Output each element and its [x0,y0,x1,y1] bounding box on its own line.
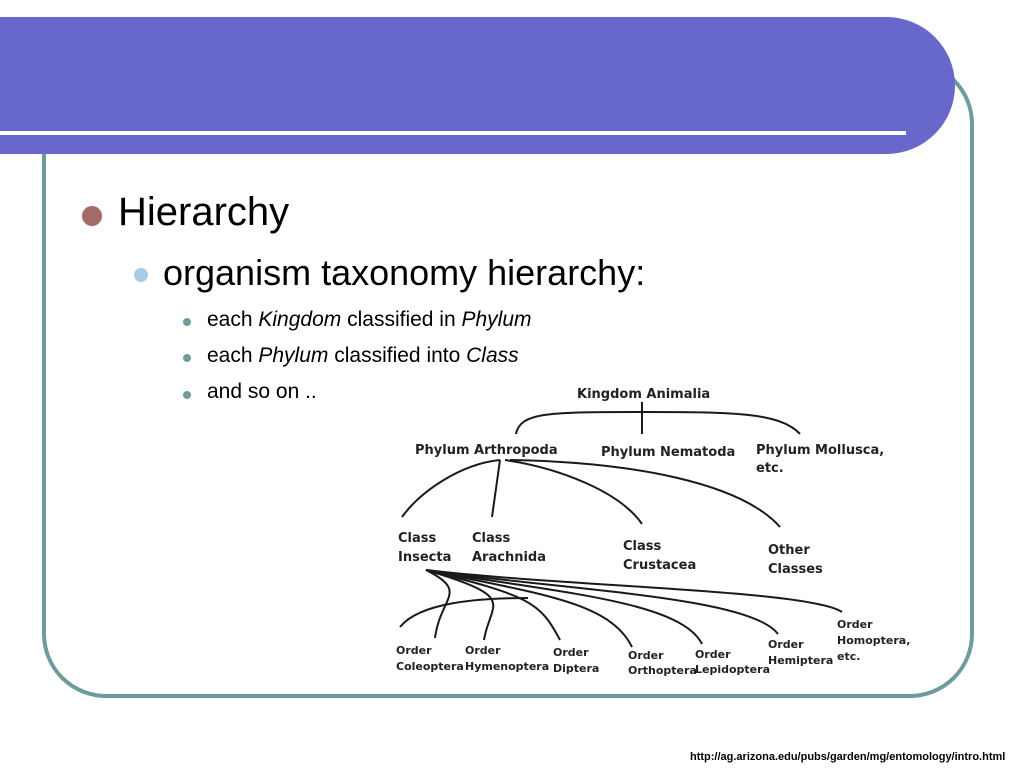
node-other-classes: Classes [768,562,823,577]
node-kingdom-animalia: Kingdom Animalia [577,387,710,402]
bullet-level2-icon [134,268,148,282]
bullet-level3-icon [183,354,191,362]
bullet-and-so-on: and so on .. [207,380,317,403]
edge [491,459,501,518]
bullet-kingdom-phylum: each Kingdom classified in Phylum [207,308,532,331]
edge [401,459,501,518]
edge [425,569,451,639]
node-other-classes-label: Other [768,543,810,558]
node-order-homoptera-label: Order [837,618,873,631]
bullet-level1-icon [82,206,102,226]
node-order-orthoptera: Orthoptera [628,664,697,677]
node-order-coleoptera: Coleoptera [396,660,464,673]
edge [425,569,495,641]
edge [399,597,529,628]
node-order-homoptera: Homoptera, [837,634,910,647]
node-class-insecta-label: Class [398,531,437,546]
node-order-coleoptera-label: Order [396,644,432,657]
node-phylum-arthropoda: Phylum Arthropoda [415,443,558,458]
bullet-taxonomy: organism taxonomy hierarchy: [163,252,646,293]
edge [509,459,781,528]
edge [515,411,801,435]
node-order-hemiptera: Hemiptera [768,654,833,667]
node-order-hymenoptera-label: Order [465,644,501,657]
node-phylum-nematoda: Phylum Nematoda [601,445,735,460]
node-order-lepidoptera: Lepidoptera [695,663,770,676]
title-divider [0,131,906,135]
node-class-arachnida: Arachnida [472,550,546,565]
node-class-crustacea-label: Class [623,539,662,554]
edge [425,569,703,645]
node-phylum-mollusca: Phylum Mollusca, [756,443,884,458]
edge [425,569,843,613]
node-order-homoptera-etc: etc. [837,650,860,663]
edge [425,569,561,641]
edge [425,569,633,648]
node-order-hemiptera-label: Order [768,638,804,651]
taxonomy-tree-diagram: Kingdom Animalia Phylum Arthropoda Phylu… [396,387,910,677]
bullet-hierarchy: Hierarchy [118,190,290,234]
node-phylum-mollusca-etc: etc. [756,461,784,476]
bullet-level3-icon [183,318,191,326]
node-class-arachnida-label: Class [472,531,511,546]
slide-frame [42,60,974,698]
node-class-crustacea: Crustacea [623,558,696,573]
node-order-orthoptera-label: Order [628,649,664,662]
edge [504,459,643,525]
bullet-level3-icon [183,391,191,399]
node-class-insecta: Insecta [398,550,451,565]
node-order-diptera-label: Order [553,646,589,659]
node-order-hymenoptera: Hymenoptera [465,660,549,673]
bullet-phylum-class: each Phylum classified into Class [207,344,519,367]
node-order-lepidoptera-label: Order [695,648,731,661]
node-order-diptera: Diptera [553,662,599,675]
edge [425,569,779,635]
source-url: http://ag.arizona.edu/pubs/garden/mg/ent… [690,751,1006,763]
